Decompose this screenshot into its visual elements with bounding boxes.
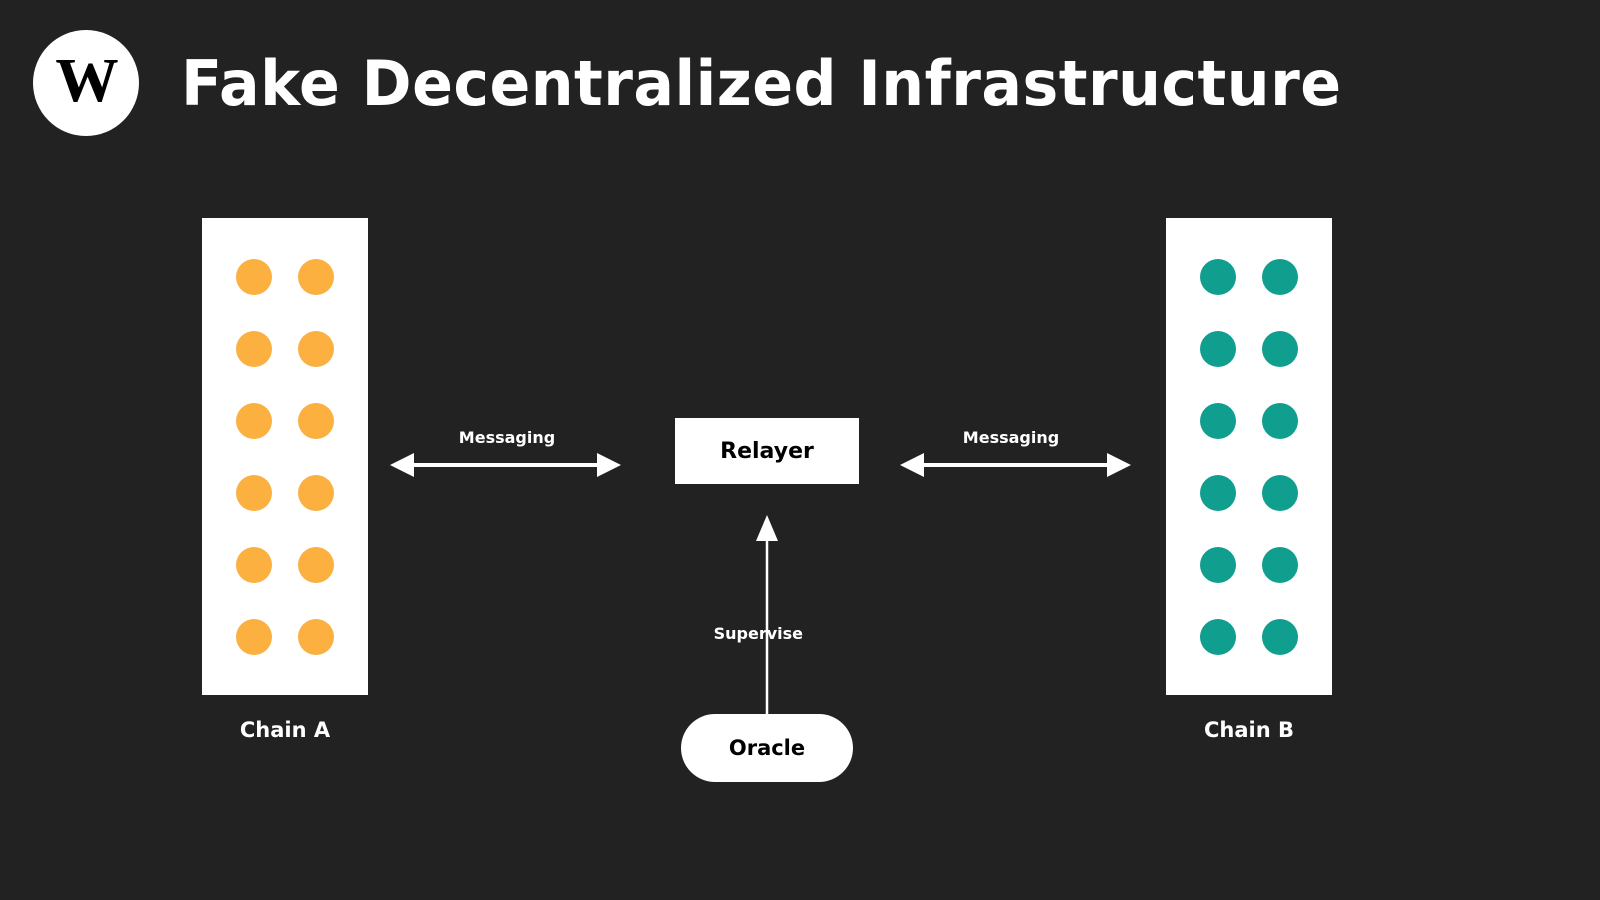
chain-a-node xyxy=(236,546,272,583)
chain-a-node xyxy=(236,258,272,295)
chain-b-node-row xyxy=(1200,618,1298,655)
chain-a-node xyxy=(298,546,334,583)
oracle-label: Oracle xyxy=(728,736,806,760)
edge-label-supervise: Supervise xyxy=(713,624,803,643)
chain-b-node xyxy=(1200,618,1236,655)
chain-a-node xyxy=(236,402,272,439)
arrow-supervise xyxy=(756,515,778,716)
chain-b-node-row xyxy=(1200,402,1298,439)
chain-b-node-row xyxy=(1200,474,1298,511)
edge-label-messaging-right: Messaging xyxy=(962,428,1060,447)
chain-b-node xyxy=(1262,618,1298,655)
chain-b-node xyxy=(1200,474,1236,511)
relayer-label: Relayer xyxy=(720,438,814,464)
chain-a-label: Chain A xyxy=(239,718,331,742)
chain-a-node-row xyxy=(236,546,334,583)
chain-b-node-row xyxy=(1200,546,1298,583)
header: W Fake Decentralized Infrastructure xyxy=(0,0,1600,170)
chain-a-node xyxy=(298,474,334,511)
chain-b-node xyxy=(1262,330,1298,367)
w-monogram-logo-icon: W xyxy=(33,30,139,136)
chain-a-node xyxy=(298,330,334,367)
relayer-box: Relayer xyxy=(675,418,859,484)
chain-b-node-row xyxy=(1200,258,1298,295)
chain-a-node-row xyxy=(236,618,334,655)
chain-a-node xyxy=(236,618,272,655)
chain-b-node xyxy=(1262,258,1298,295)
chain-b-node xyxy=(1200,546,1236,583)
chain-a-node xyxy=(236,330,272,367)
chain-b-node xyxy=(1200,258,1236,295)
chain-b-node xyxy=(1262,402,1298,439)
chain-b-node xyxy=(1262,474,1298,511)
page-title: Fake Decentralized Infrastructure xyxy=(181,47,1342,120)
chain-a-block xyxy=(202,218,368,695)
arrow-messaging-right xyxy=(900,453,1131,477)
chain-a-node-row xyxy=(236,258,334,295)
chain-b-label: Chain B xyxy=(1204,718,1294,742)
chain-b-node-row xyxy=(1200,330,1298,367)
logo-glyph: W xyxy=(55,47,118,115)
chain-a-node-row xyxy=(236,402,334,439)
chain-b-node xyxy=(1262,546,1298,583)
edge-label-messaging-left: Messaging xyxy=(458,428,556,447)
chain-a-node xyxy=(298,258,334,295)
chain-a-node xyxy=(298,402,334,439)
chain-a-node xyxy=(298,618,334,655)
chain-b-node xyxy=(1200,402,1236,439)
oracle-box: Oracle xyxy=(681,714,853,782)
arrow-messaging-left xyxy=(390,453,621,477)
chain-b-node xyxy=(1200,330,1236,367)
chain-a-node xyxy=(236,474,272,511)
chain-a-node-row xyxy=(236,330,334,367)
chain-a-node-row xyxy=(236,474,334,511)
chain-b-block xyxy=(1166,218,1332,695)
